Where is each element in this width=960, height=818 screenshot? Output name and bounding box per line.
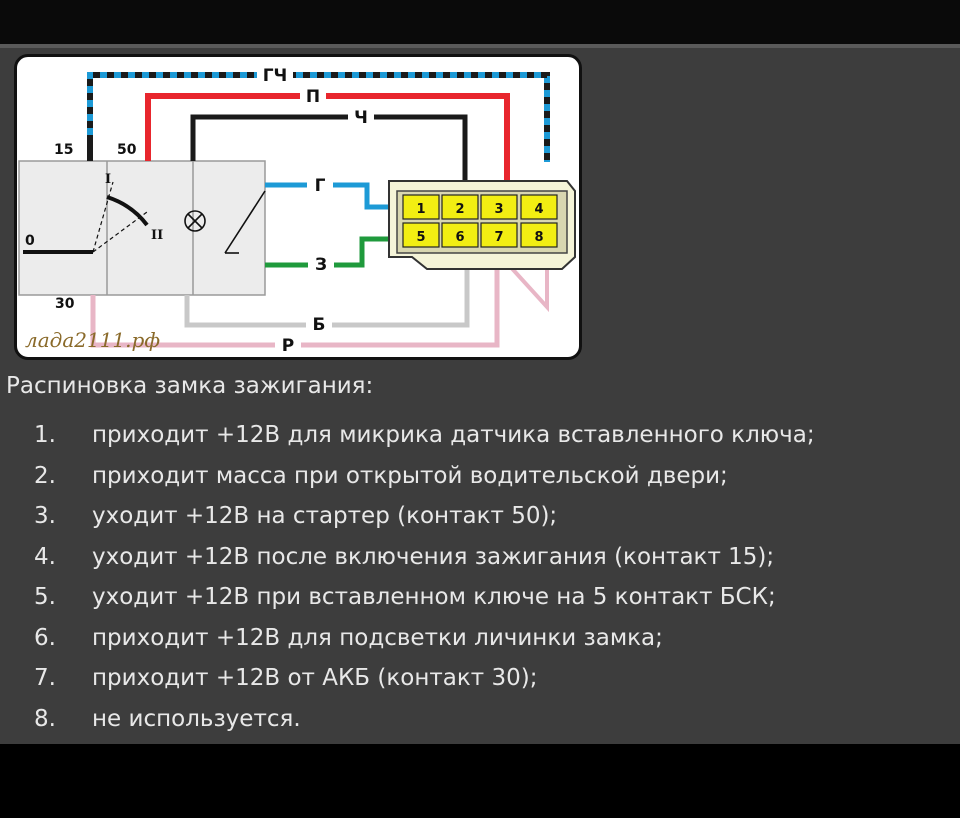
list-item-text: уходит +12В при вставленном ключе на 5 к… (92, 584, 776, 610)
pinout-heading: Распиновка замка зажигания: (6, 373, 374, 399)
terminal-label-50: 50 (117, 142, 137, 158)
list-item: 8. не используется. (0, 702, 960, 743)
list-item: 2. приходит масса при открытой водительс… (0, 459, 960, 500)
list-item: 4. уходит +12В после включения зажигания… (0, 540, 960, 581)
wire-pink-loop (505, 261, 549, 313)
list-item-text: приходит +12В для микрика датчика вставл… (92, 422, 815, 448)
svg-text:8: 8 (534, 230, 543, 245)
connector-pin-2: 2 (441, 194, 479, 220)
label-bg-p (300, 86, 326, 106)
key-switch-slash (224, 190, 266, 254)
connector-pin-1: 1 (402, 194, 440, 220)
label-bg-z (308, 253, 334, 275)
switch-position-ii-dash (92, 211, 148, 253)
wire-label-g: Г (315, 176, 326, 196)
svg-text:5: 5 (416, 230, 425, 245)
wire-p-red (145, 93, 510, 181)
list-item: 3. уходит +12В на стартер (контакт 50); (0, 499, 960, 540)
label-bg-ch (348, 107, 374, 127)
lamp-icon (184, 210, 206, 232)
list-item-number: 1. (34, 422, 56, 448)
list-item-text: приходит +12В для подсветки личинки замк… (92, 624, 663, 651)
connector-pin-6: 6 (441, 222, 479, 248)
svg-text:3: 3 (494, 202, 503, 217)
svg-text:4: 4 (534, 202, 543, 217)
list-item-number: 4. (34, 543, 56, 570)
top-status-bar (0, 0, 960, 44)
label-bg-r (275, 333, 301, 355)
list-item-number: 7. (34, 665, 56, 691)
wire-label-b: Б (313, 315, 326, 335)
terminal-label-15: 15 (54, 142, 73, 158)
list-item-number: 6. (34, 624, 56, 651)
connector-pin-5: 5 (402, 222, 440, 248)
wire-gch-black-stripe (87, 72, 550, 162)
wire-label-p: П (306, 87, 320, 107)
svg-text:2: 2 (455, 202, 464, 217)
switch-contact-arc (106, 195, 149, 227)
svg-text:6: 6 (455, 230, 464, 245)
top-divider (0, 44, 960, 48)
wire-label-ch: Ч (354, 108, 368, 128)
list-item: 5. уходит +12В при вставленном ключе на … (0, 580, 960, 621)
list-item-text: приходит масса при открытой водительской… (92, 462, 728, 489)
wire-label-gch: ГЧ (263, 66, 288, 86)
wire-label-z: З (315, 255, 327, 275)
list-item-text: приходит +12В от АКБ (контакт 30); (92, 665, 538, 691)
list-item-number: 3. (34, 503, 56, 529)
svg-text:1: 1 (416, 202, 425, 217)
terminal-label-0: 0 (25, 233, 35, 249)
connector-pin-8: 8 (520, 222, 558, 248)
list-item-text: уходит +12В на стартер (контакт 50); (92, 503, 558, 529)
list-item-number: 2. (34, 462, 56, 489)
list-item-number: 8. (34, 705, 56, 732)
svg-text:7: 7 (494, 230, 503, 245)
position-label-ii: II (151, 228, 163, 243)
label-bg-gch (257, 65, 293, 85)
watermark-text: лада2111.рф (25, 328, 160, 352)
list-item-text: уходит +12В после включения зажигания (к… (92, 543, 775, 570)
switch-body (18, 160, 266, 296)
wiring-diagram-svg: ГЧ П Ч Г З Б Р 15 50 0 30 I II 1 (18, 65, 576, 356)
terminal-label-30: 30 (55, 296, 75, 312)
list-item-number: 5. (34, 584, 56, 610)
list-item: 1. приходит +12В для микрика датчика вст… (0, 418, 960, 459)
label-bg-g (307, 174, 333, 196)
ignition-switch-diagram[interactable]: ГЧ П Ч Г З Б Р 15 50 0 30 I II 1 (14, 54, 582, 360)
connector-pin-4: 4 (520, 194, 558, 220)
connector-pin-3: 3 (480, 194, 518, 220)
wire-label-r: Р (282, 336, 294, 356)
connector-pin-7: 7 (480, 222, 518, 248)
position-label-i: I (105, 172, 111, 187)
bottom-navigation-area (0, 744, 960, 818)
wire-ch-black (190, 114, 468, 181)
list-item: 6. приходит +12В для подсветки личинки з… (0, 621, 960, 662)
switch-position-i-dash (92, 181, 114, 253)
list-item: 7. приходит +12В от АКБ (контакт 30); (0, 661, 960, 702)
label-bg-b (306, 313, 332, 335)
pinout-list: 1. приходит +12В для микрика датчика вст… (0, 418, 960, 742)
list-item-text: не используется. (92, 705, 301, 732)
